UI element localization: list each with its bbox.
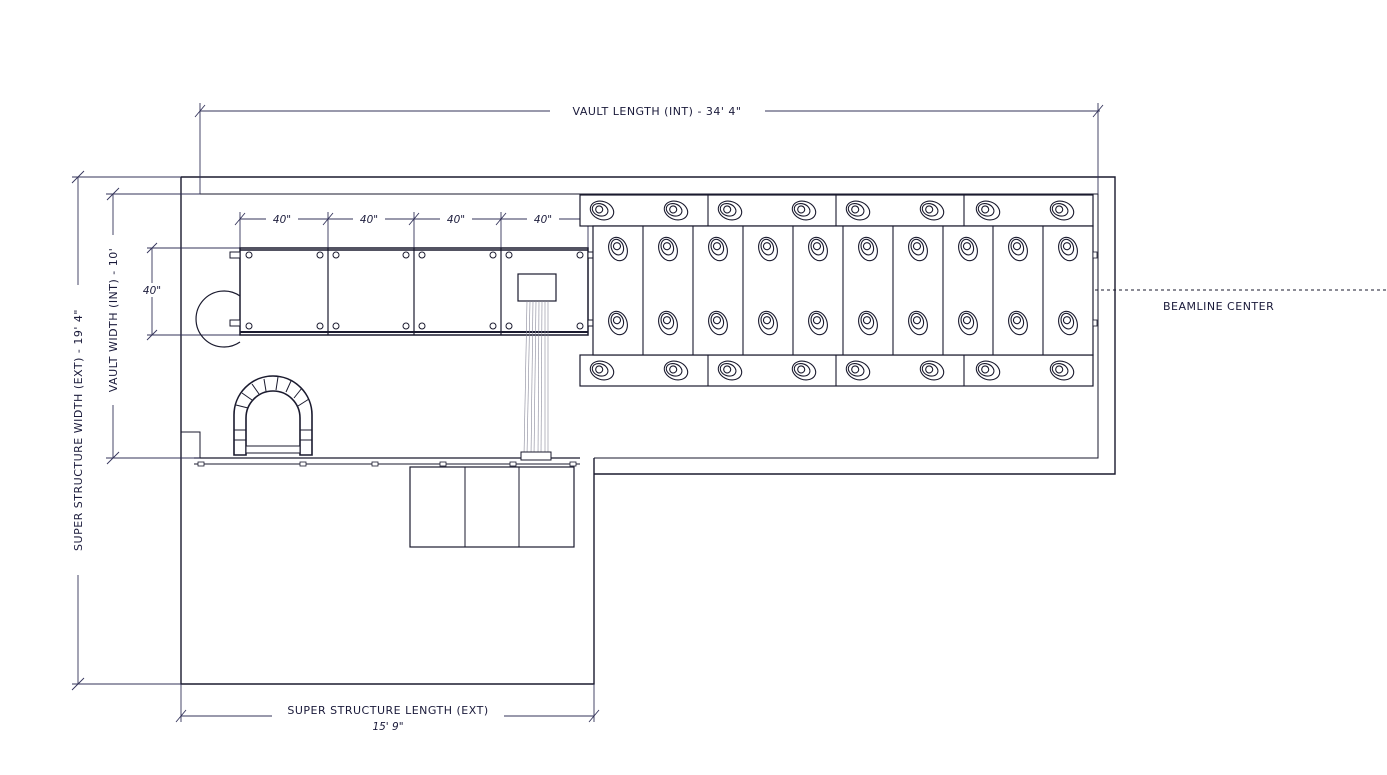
dimension-super-length: SUPER STRUCTURE LENGTH (EXT) 15' 9" [175, 684, 600, 733]
cabinets [409, 466, 575, 548]
dimension-vault-length: VAULT LENGTH (INT) - 34' 4" [194, 103, 1104, 194]
beamline-label: BEAMLINE CENTER [1163, 300, 1274, 313]
magnet-knob-mid-upper-4 [808, 236, 828, 262]
magnet-knob-mid-upper-1 [658, 236, 678, 262]
panel-dim-3: 40" [447, 214, 465, 226]
vault-length-label: VAULT LENGTH (INT) - 34' 4" [573, 105, 742, 118]
magnet-knob-top-2 [717, 200, 743, 221]
magnet-array [579, 194, 1098, 387]
magnet-knob-top-4 [845, 200, 871, 221]
magnet-knob-mid-upper-5 [858, 236, 878, 262]
magnet-knob-mid-upper-7 [958, 236, 978, 262]
magnet-knob-bottom-2 [717, 360, 743, 381]
magnet-knob-top-5 [919, 200, 945, 221]
magnet-knob-mid-lower-5 [858, 310, 878, 336]
dimension-super-width: SUPER STRUCTURE WIDTH (EXT) - 19' 4" [70, 170, 181, 691]
magnet-knob-bottom-6 [975, 360, 1001, 381]
magnet-knob-mid-upper-3 [758, 236, 778, 262]
magnet-knob-mid-lower-7 [958, 310, 978, 336]
magnet-knob-mid-lower-6 [908, 310, 928, 336]
magnet-knob-top-0 [589, 200, 615, 221]
magnet-knob-mid-lower-1 [658, 310, 678, 336]
magnet-knob-mid-upper-6 [908, 236, 928, 262]
panel-height-label: 40" [143, 285, 161, 297]
magnet-knob-mid-lower-2 [708, 310, 728, 336]
magnet-knob-top-7 [1049, 200, 1075, 221]
panel-dim-2: 40" [360, 214, 378, 226]
magnet-knob-top-6 [975, 200, 1001, 221]
panel-dim-4: 40" [534, 214, 552, 226]
magnet-knob-mid-upper-9 [1058, 236, 1078, 262]
dimension-panel-height: 40" [138, 242, 240, 341]
super-length-label: SUPER STRUCTURE LENGTH (EXT) [287, 704, 488, 717]
magnet-knob-mid-upper-0 [608, 236, 628, 262]
door-arch [233, 375, 313, 456]
structure-outline [180, 176, 1116, 685]
panel-dim-1: 40" [273, 214, 291, 226]
magnet-knob-bottom-0 [589, 360, 615, 381]
magnet-knob-bottom-5 [919, 360, 945, 381]
magnet-knob-mid-lower-8 [1008, 310, 1028, 336]
magnet-knob-bottom-3 [791, 360, 817, 381]
magnet-knob-mid-lower-9 [1058, 310, 1078, 336]
vault-width-label: VAULT WIDTH (INT) - 10' [107, 248, 120, 393]
magnet-knob-top-3 [791, 200, 817, 221]
super-width-label: SUPER STRUCTURE WIDTH (EXT) - 19' 4" [72, 309, 85, 551]
magnet-knob-bottom-4 [845, 360, 871, 381]
dimension-vault-width: VAULT WIDTH (INT) - 10' [105, 187, 200, 465]
magnet-knob-mid-upper-2 [708, 236, 728, 262]
magnet-knob-mid-lower-3 [758, 310, 778, 336]
magnet-knob-top-1 [663, 200, 689, 221]
cable-bundle [517, 273, 557, 461]
magnet-knob-bottom-7 [1049, 360, 1075, 381]
magnet-knob-mid-lower-4 [808, 310, 828, 336]
dimension-panels-widths: 40" 40" 40" 40" [234, 212, 594, 248]
super-length-value: 15' 9" [372, 721, 403, 733]
magnet-knob-mid-upper-8 [1008, 236, 1028, 262]
floor-bolts [197, 461, 577, 467]
magnet-knob-bottom-1 [663, 360, 689, 381]
magnet-knob-mid-lower-0 [608, 310, 628, 336]
